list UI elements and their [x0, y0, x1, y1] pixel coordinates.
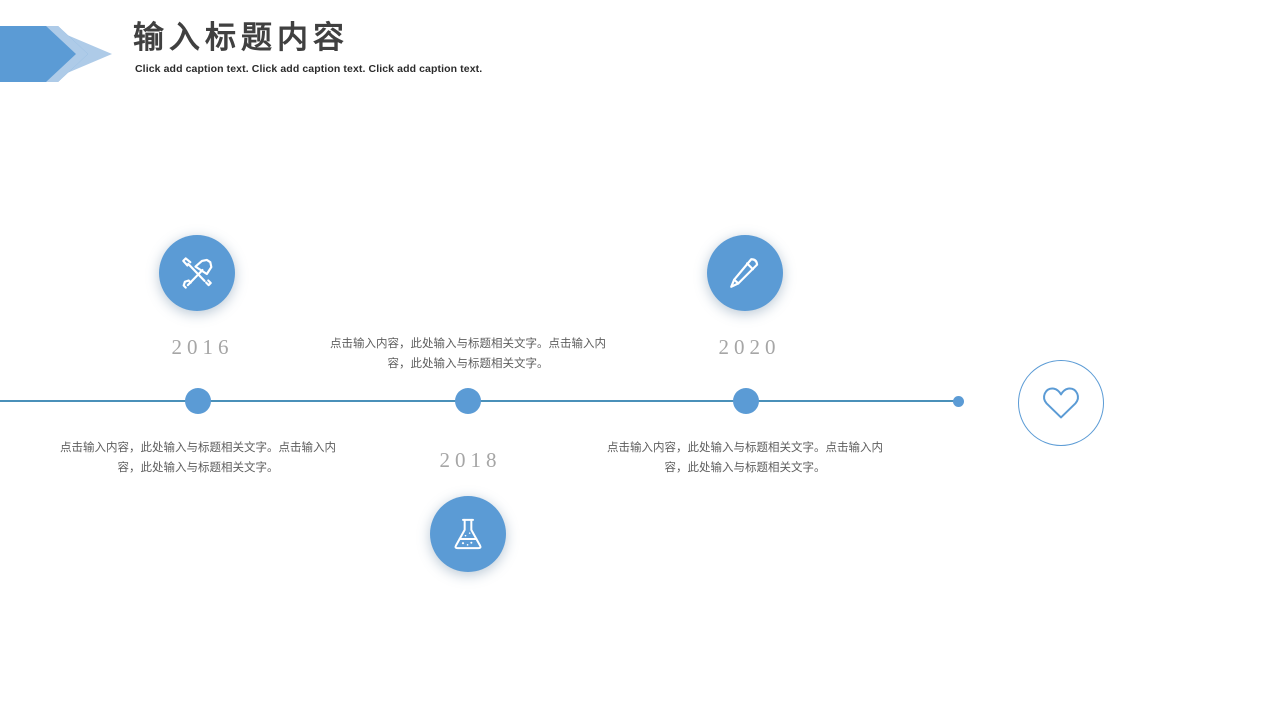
milestone-caption-2020: 点击输入内容，此处输入与标题相关文字。点击输入内容，此处输入与标题相关文字。 [607, 440, 883, 474]
milestone-year-2018: 2018 [439, 448, 502, 472]
milestone-dot-2018[interactable] [455, 388, 481, 414]
chevron-notch-shape [46, 26, 88, 82]
header-bar: 输入标题内容 Click add caption text. Click add… [0, 0, 1280, 100]
pencil-icon [730, 258, 759, 288]
flask-icon [454, 518, 482, 550]
chevron-dark-shape [0, 26, 88, 82]
milestone-icon-pencil[interactable] [707, 235, 783, 311]
milestone-year-2020: 2020 [718, 335, 781, 359]
milestone-caption-2018: 点击输入内容，此处输入与标题相关文字。点击输入内容，此处输入与标题相关文字。 [330, 336, 606, 370]
tools-icon [182, 257, 213, 289]
heart-badge[interactable] [1018, 360, 1104, 446]
milestone-icon-tools[interactable] [159, 235, 235, 311]
milestone-dot-2016[interactable] [185, 388, 211, 414]
heart-icon [1043, 387, 1079, 419]
page-title: 输入标题内容 [133, 20, 349, 55]
milestone-dot-2020[interactable] [733, 388, 759, 414]
chevron-logo-mark [0, 26, 115, 82]
milestone-icon-flask[interactable] [430, 496, 506, 572]
timeline-axis-end-dot [953, 396, 964, 407]
page-subtitle: Click add caption text. Click add captio… [135, 63, 483, 75]
milestone-caption-2016: 点击输入内容，此处输入与标题相关文字。点击输入内容，此处输入与标题相关文字。 [60, 440, 336, 474]
milestone-year-2016: 2016 [171, 335, 234, 359]
